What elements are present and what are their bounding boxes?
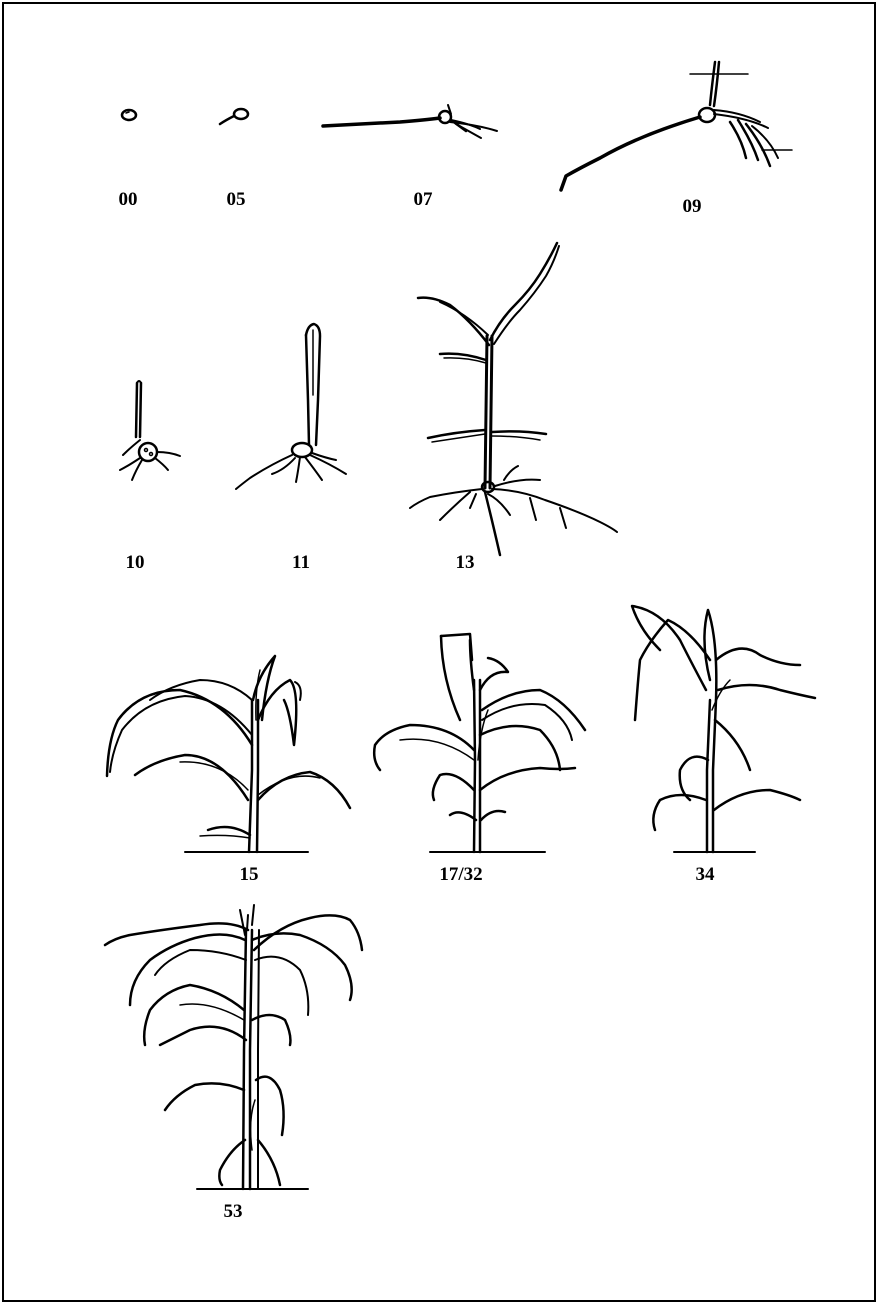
stage-07-root-drawing [323,105,497,138]
stage-label-53: 53 [224,1202,243,1221]
stage-13-three-leaves-drawing [410,243,617,555]
stage-label-00: 00 [119,190,138,209]
stage-label-13: 13 [456,553,475,572]
stage-09-coleoptile-drawing [561,62,792,190]
stage-label-07: 07 [414,190,433,209]
stage-17-32-drawing [374,634,585,852]
stage-label-34: 34 [696,865,715,884]
stage-label-11: 11 [292,553,310,572]
stage-label-10: 10 [126,553,145,572]
stage-label-17-32: 17/32 [439,865,482,884]
stage-00-seed-drawing [122,110,136,120]
stage-34-drawing [632,606,815,852]
stage-label-15: 15 [240,865,259,884]
stage-label-09: 09 [683,197,702,216]
stage-label-05: 05 [227,190,246,209]
stage-10-first-leaf-drawing [120,381,180,480]
stage-53-drawing [105,905,362,1189]
stage-05-radicle-drawing [220,109,248,124]
stage-15-five-leaves-drawing [107,656,350,852]
stage-11-first-leaf-drawing [236,324,346,489]
